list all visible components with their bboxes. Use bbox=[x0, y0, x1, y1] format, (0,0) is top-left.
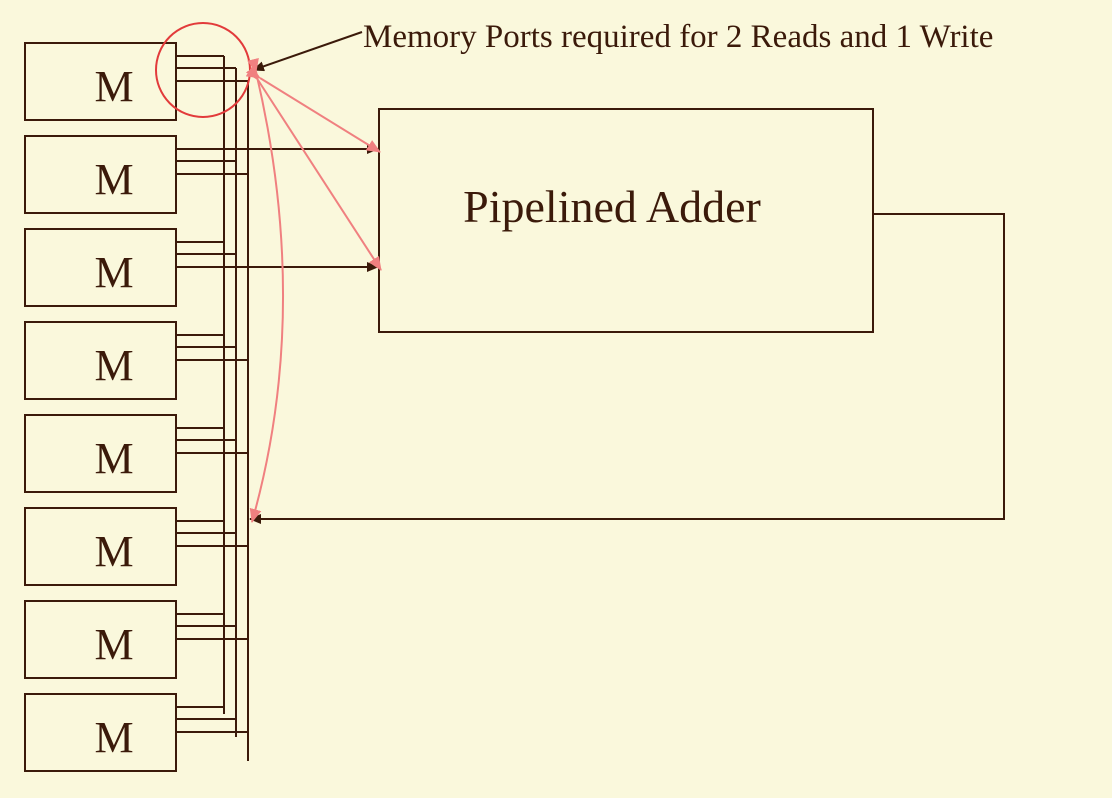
annotation-pointer-arrow bbox=[252, 31, 363, 72]
memory-bank-label: M bbox=[94, 527, 133, 576]
highlight-arrow-read-1 bbox=[245, 66, 381, 153]
memory-bank-label: M bbox=[94, 620, 133, 669]
writeback-feedback-arrow bbox=[249, 213, 1005, 524]
highlight-arrow-read-2 bbox=[245, 65, 382, 271]
pipelined-adder-label: Pipelined Adder bbox=[463, 181, 761, 232]
memory-bank-label: M bbox=[94, 713, 133, 762]
annotation-text: Memory Ports required for 2 Reads and 1 … bbox=[363, 19, 993, 55]
memory-bank-label: M bbox=[94, 62, 133, 111]
memory-bank-label: M bbox=[94, 434, 133, 483]
highlight-arrow-write bbox=[247, 57, 284, 523]
memory-bank-label: M bbox=[94, 155, 133, 204]
memory-bank-label: M bbox=[94, 341, 133, 390]
memory-bank-label: M bbox=[94, 248, 133, 297]
